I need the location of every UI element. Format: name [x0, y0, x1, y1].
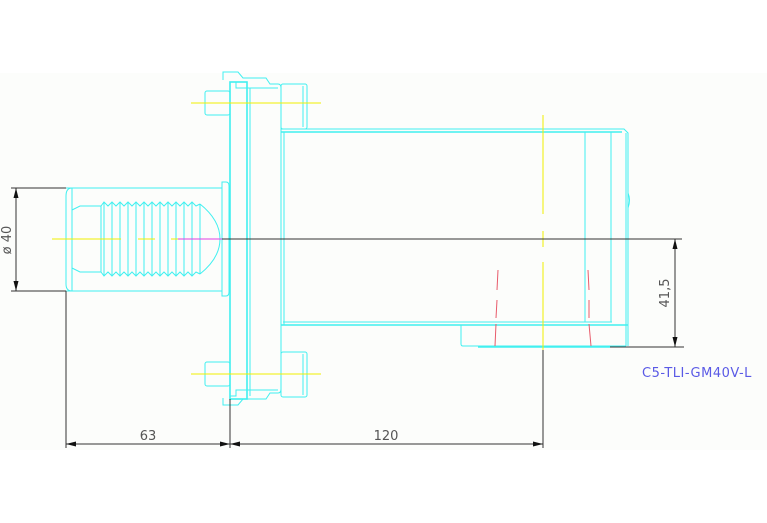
body-length-label: 120: [374, 429, 399, 444]
thread-top: [100, 201, 201, 207]
dimension-diameter: ø 40: [0, 187, 66, 292]
bottom-margin: [0, 450, 767, 523]
bolt-bottom: [191, 351, 321, 398]
diameter-label: ø 40: [0, 226, 15, 255]
top-margin: [0, 0, 767, 73]
bolt-top: [191, 83, 321, 130]
shank-length-label: 63: [140, 429, 157, 444]
part-number-label: C5-TLI-GM40V-L: [642, 366, 752, 381]
center-height-label: 41,5: [658, 279, 673, 308]
dimension-center-height: 41,5: [610, 239, 684, 348]
dimension-lengths: 63 120: [65, 291, 544, 448]
tool-body: [280, 115, 630, 350]
thread-bottom: [100, 271, 201, 277]
